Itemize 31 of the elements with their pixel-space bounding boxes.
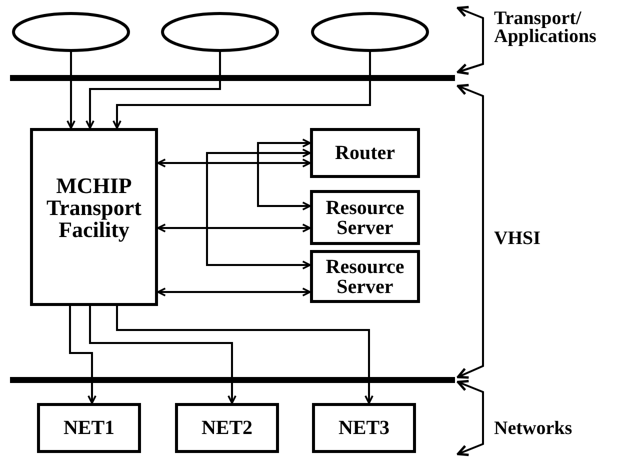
arrow	[116, 306, 374, 404]
arrow	[86, 52, 221, 129]
arrow	[157, 158, 311, 168]
box-label: Resource Server	[324, 256, 406, 296]
layer-label: Networks	[494, 420, 574, 438]
arrow	[157, 288, 311, 296]
layer-label: Transport/ Applications	[494, 10, 598, 46]
process-box	[37, 403, 141, 453]
ellipse-shape	[161, 12, 279, 52]
process-box	[30, 128, 158, 306]
process-box	[310, 250, 420, 303]
box-label: Resource Server	[324, 198, 406, 238]
box-label: NET3	[338, 418, 390, 438]
ellipse-shape	[12, 12, 130, 52]
box-label: Router	[335, 143, 395, 163]
ellipse-shape	[311, 12, 429, 52]
process-box	[312, 403, 416, 453]
process-box	[175, 403, 279, 453]
arrow	[112, 52, 371, 129]
arrow	[206, 148, 311, 270]
arrow	[157, 224, 311, 232]
arrow	[66, 52, 76, 129]
box-label: NET1	[63, 418, 115, 438]
box-label: MCHIP Transport Facility	[46, 175, 142, 241]
box-label: NET2	[201, 418, 253, 438]
arrow	[257, 138, 311, 210]
process-box	[310, 128, 420, 178]
layer-label: VHSI	[494, 230, 542, 248]
process-box	[310, 190, 420, 245]
arrow	[69, 306, 96, 404]
arrow	[89, 306, 236, 404]
